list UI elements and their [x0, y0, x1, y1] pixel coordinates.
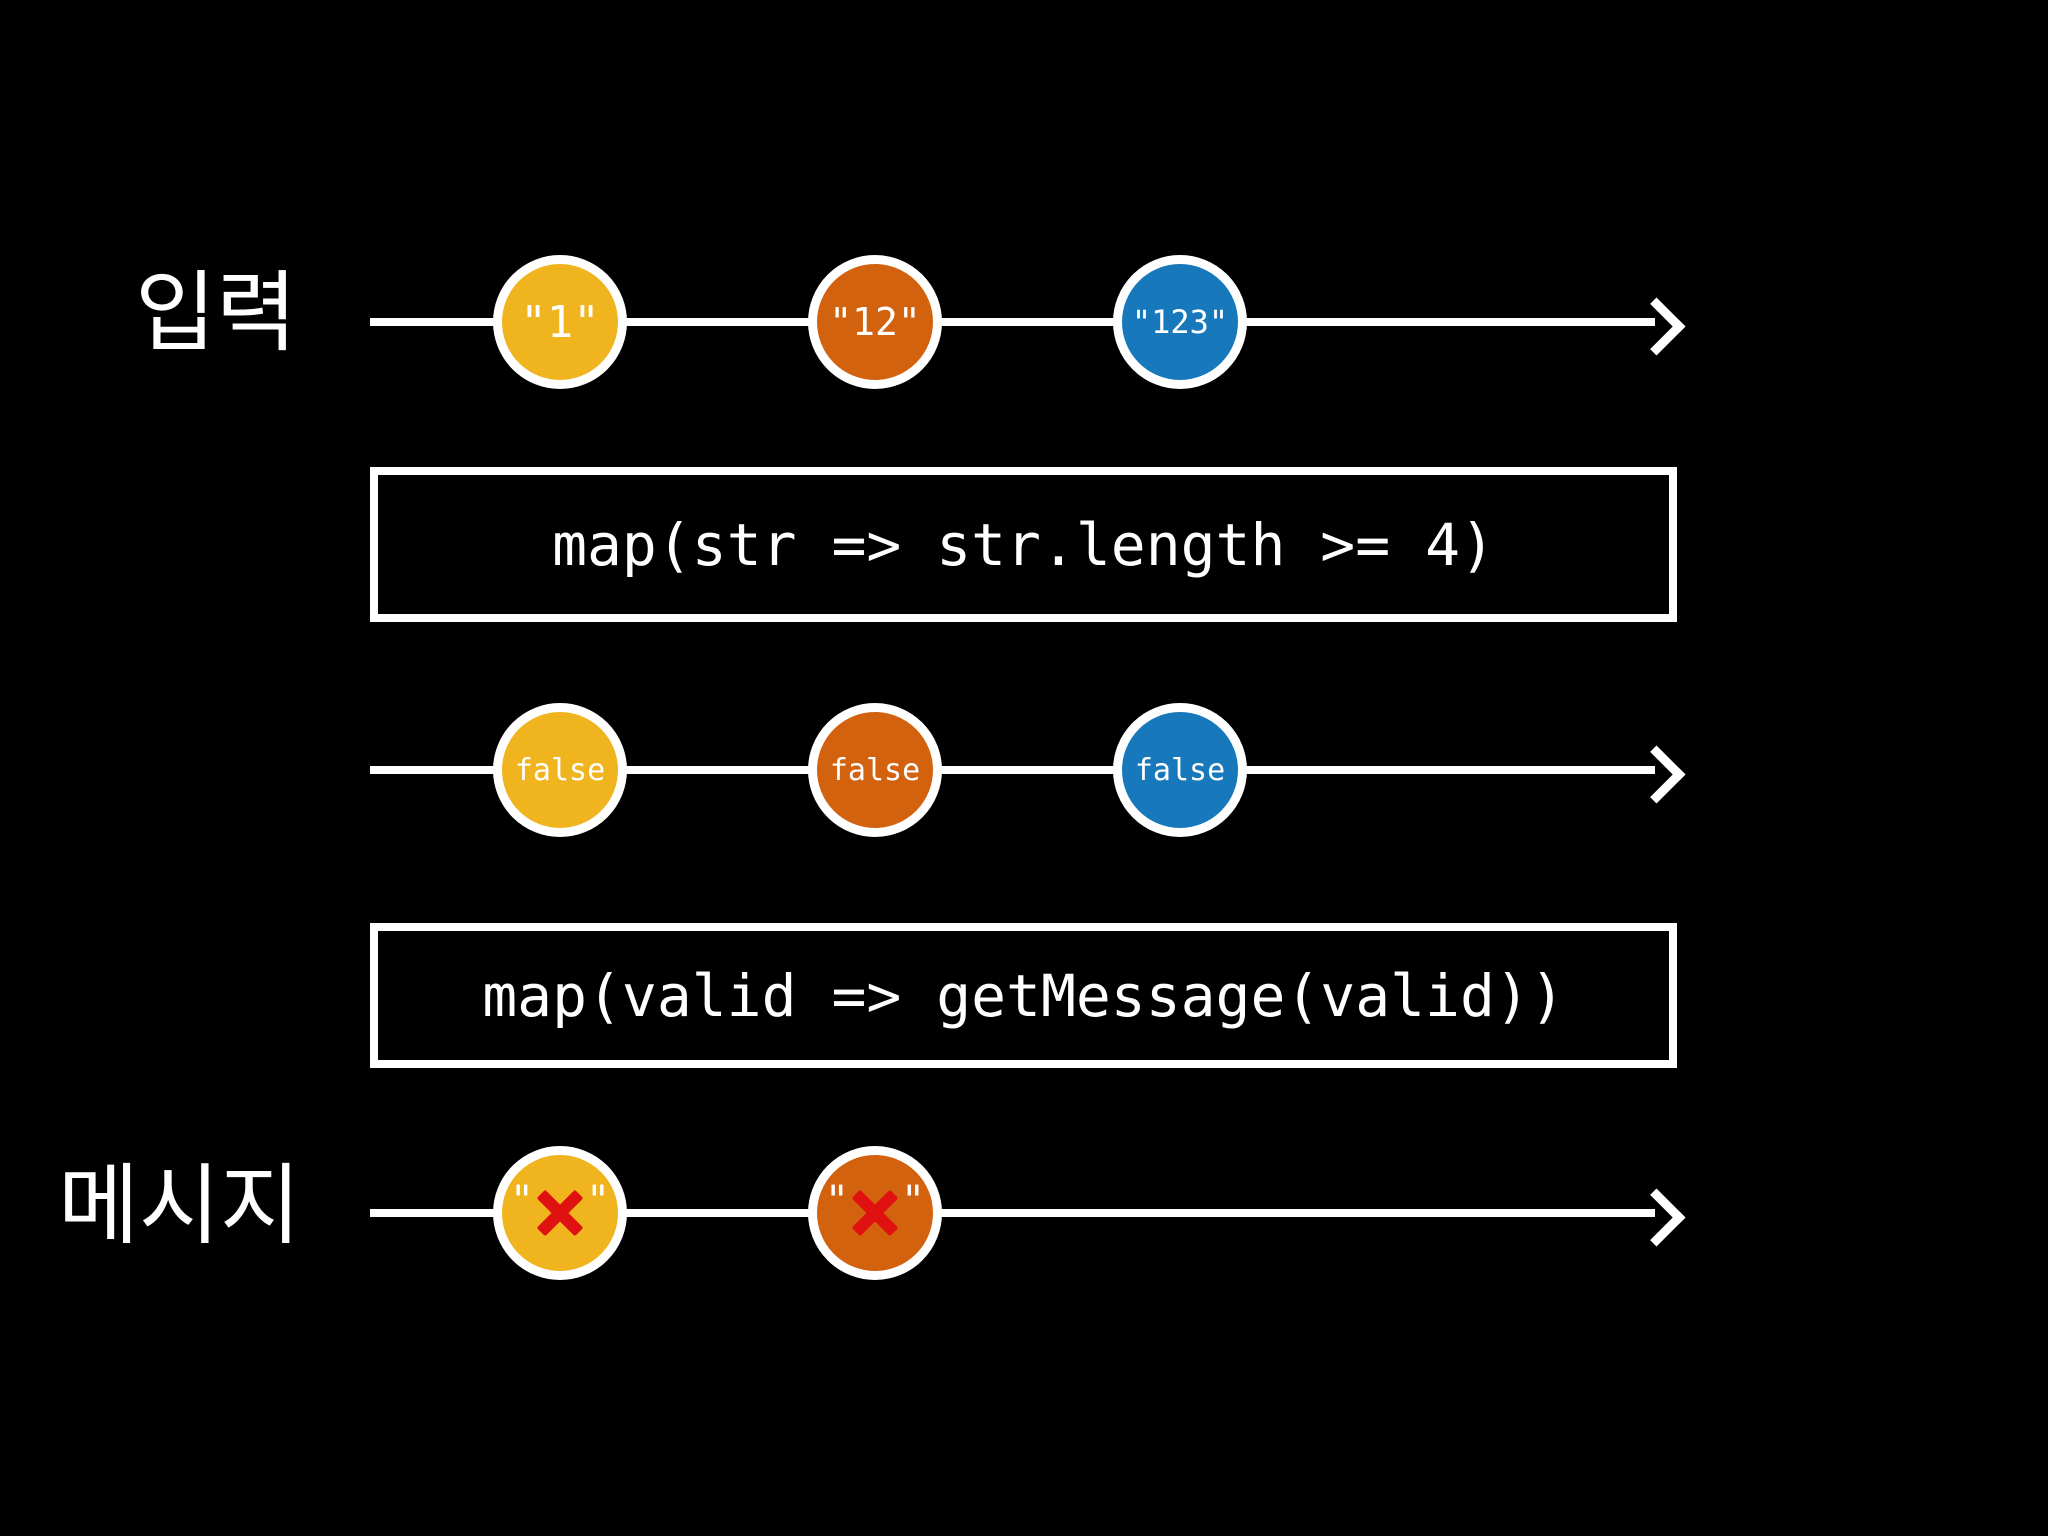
marble-valid-1: false: [493, 703, 627, 837]
open-quote: ": [824, 1178, 849, 1224]
close-quote: ": [586, 1178, 611, 1224]
marble-valid-2: false: [808, 703, 942, 837]
marble-input-123: "123": [1113, 255, 1247, 389]
marble-input-1: "1": [493, 255, 627, 389]
operator-box-map-message: map(valid => getMessage(valid)): [370, 923, 1677, 1068]
input-stream-label: 입력: [135, 263, 297, 362]
input-stream-arrowhead-icon: [1627, 297, 1686, 356]
marble-message-2: " ": [808, 1146, 942, 1280]
red-x-icon: [852, 1190, 898, 1236]
message-stream-line: [370, 1209, 1655, 1217]
marble-value: "1": [520, 296, 600, 348]
open-quote: ": [509, 1178, 534, 1224]
input-stream-line: [370, 318, 1655, 326]
message-stream-label: 메시지: [58, 1156, 301, 1255]
operator-code: map(valid => getMessage(valid)): [482, 961, 1565, 1030]
marble-input-12: "12": [808, 255, 942, 389]
close-quote: ": [901, 1178, 926, 1224]
marble-value: "12": [829, 300, 921, 344]
marble-value: "123": [1131, 303, 1229, 341]
marble-value: false: [1134, 752, 1226, 788]
validity-stream-arrowhead-icon: [1627, 745, 1686, 804]
marble-message-1: " ": [493, 1146, 627, 1280]
operator-box-map-length: map(str => str.length >= 4): [370, 467, 1677, 622]
validity-stream-line: [370, 766, 1655, 774]
marble-value: " ": [510, 1181, 610, 1236]
marble-value: false: [829, 752, 921, 788]
marble-value: " ": [825, 1181, 925, 1236]
operator-code: map(str => str.length >= 4): [552, 510, 1495, 579]
marble-value: false: [514, 752, 606, 788]
red-x-icon: [537, 1190, 583, 1236]
marble-valid-3: false: [1113, 703, 1247, 837]
message-stream-arrowhead-icon: [1627, 1188, 1686, 1247]
